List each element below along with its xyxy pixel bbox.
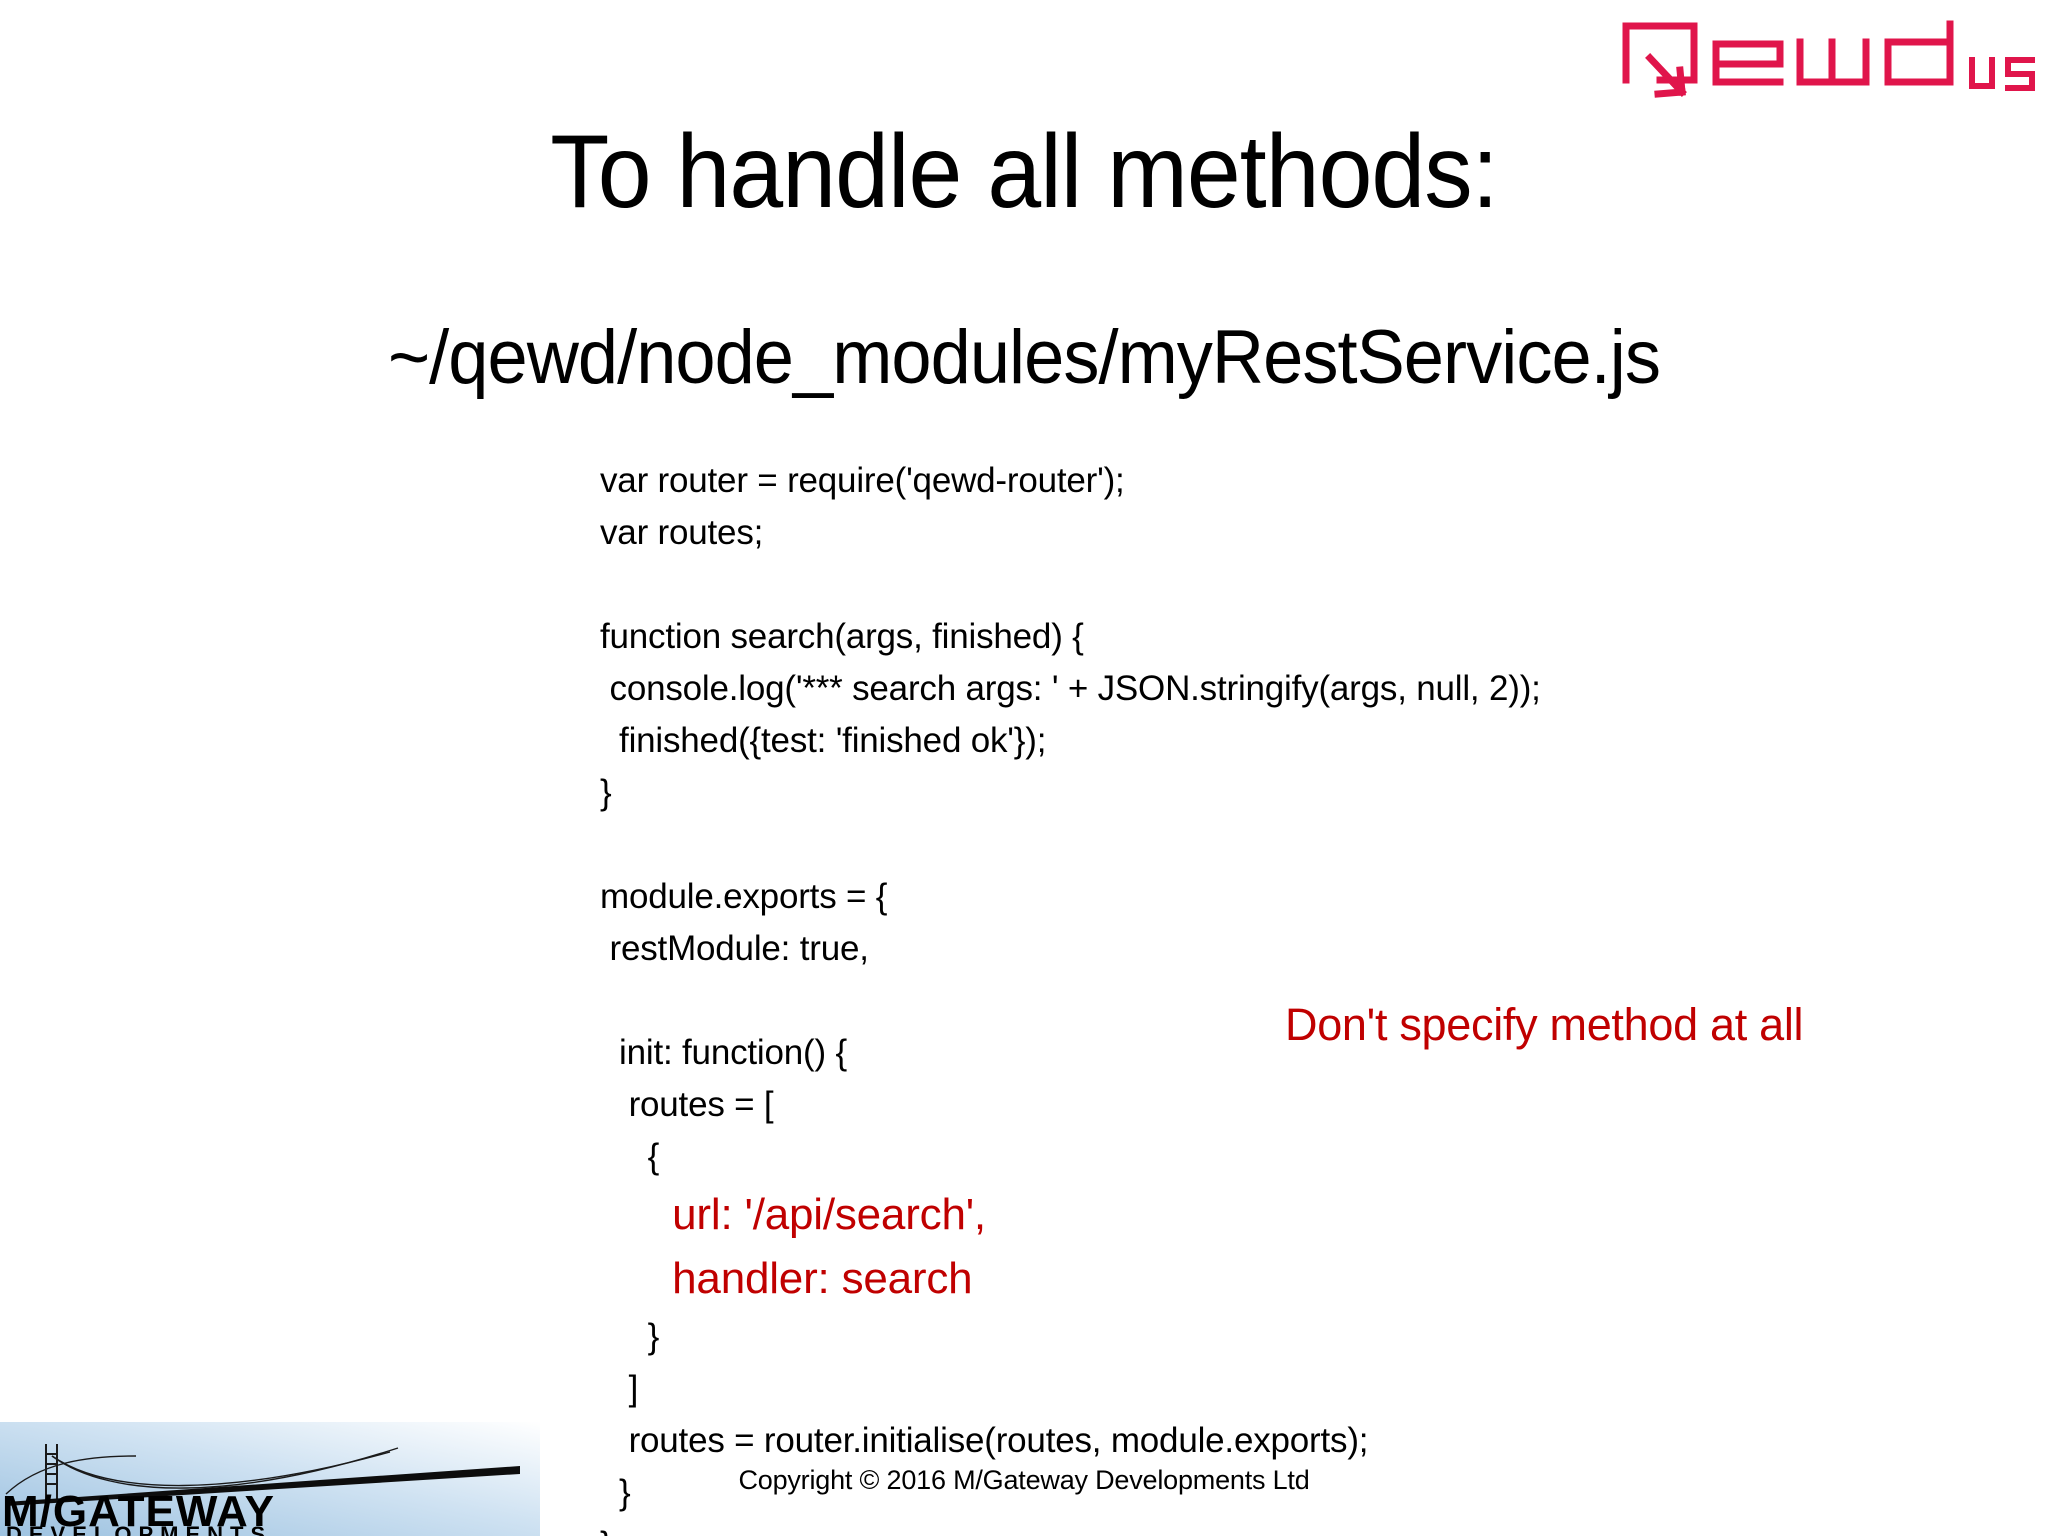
code-line: {	[600, 1137, 660, 1176]
code-line	[600, 559, 1960, 611]
svg-text:M/GATEWAY: M/GATEWAY	[2, 1487, 275, 1536]
code-line: };	[600, 1519, 1960, 1536]
code-line: ]	[600, 1369, 639, 1408]
code-line: }	[600, 773, 612, 812]
qewd-js-logo	[1620, 14, 2040, 100]
annotation-note: Don't specify method at all	[1285, 999, 1804, 1050]
code-line: function search(args, finished) {	[600, 617, 1084, 656]
code-line: routes = router.initialise(routes, modul…	[600, 1421, 1369, 1460]
file-path-subtitle: ~/qewd/node_modules/myRestService.js	[387, 315, 1661, 400]
svg-text:DEVELOPMENTS: DEVELOPMENTS	[6, 1522, 272, 1536]
code-line: init: function() {	[600, 1033, 847, 1072]
code-line: module.exports = {	[600, 877, 888, 916]
code-line: var router = require('qewd-router');	[600, 461, 1125, 500]
page-title: To handle all methods:	[550, 114, 1498, 230]
code-line: }	[600, 1317, 660, 1356]
code-line: restModule: true,	[600, 929, 869, 968]
code-line: finished({test: 'finished ok'});	[600, 721, 1047, 760]
code-line: var routes;	[600, 513, 764, 552]
code-line: routes = [	[600, 1085, 774, 1124]
copyright-text: Copyright © 2016 M/Gateway Developments …	[738, 1465, 1310, 1495]
code-line: url: '/api/search',	[600, 1190, 986, 1239]
code-line: console.log('*** search args: ' + JSON.s…	[600, 669, 1541, 708]
code-line: }	[600, 1473, 631, 1512]
code-block: var router = require('qewd-router'); var …	[600, 455, 1960, 1536]
code-line	[600, 819, 1960, 871]
mgateway-developments-logo: M/GATEWAY DEVELOPMENTS	[0, 1422, 540, 1536]
code-line: handler: search	[600, 1254, 973, 1303]
